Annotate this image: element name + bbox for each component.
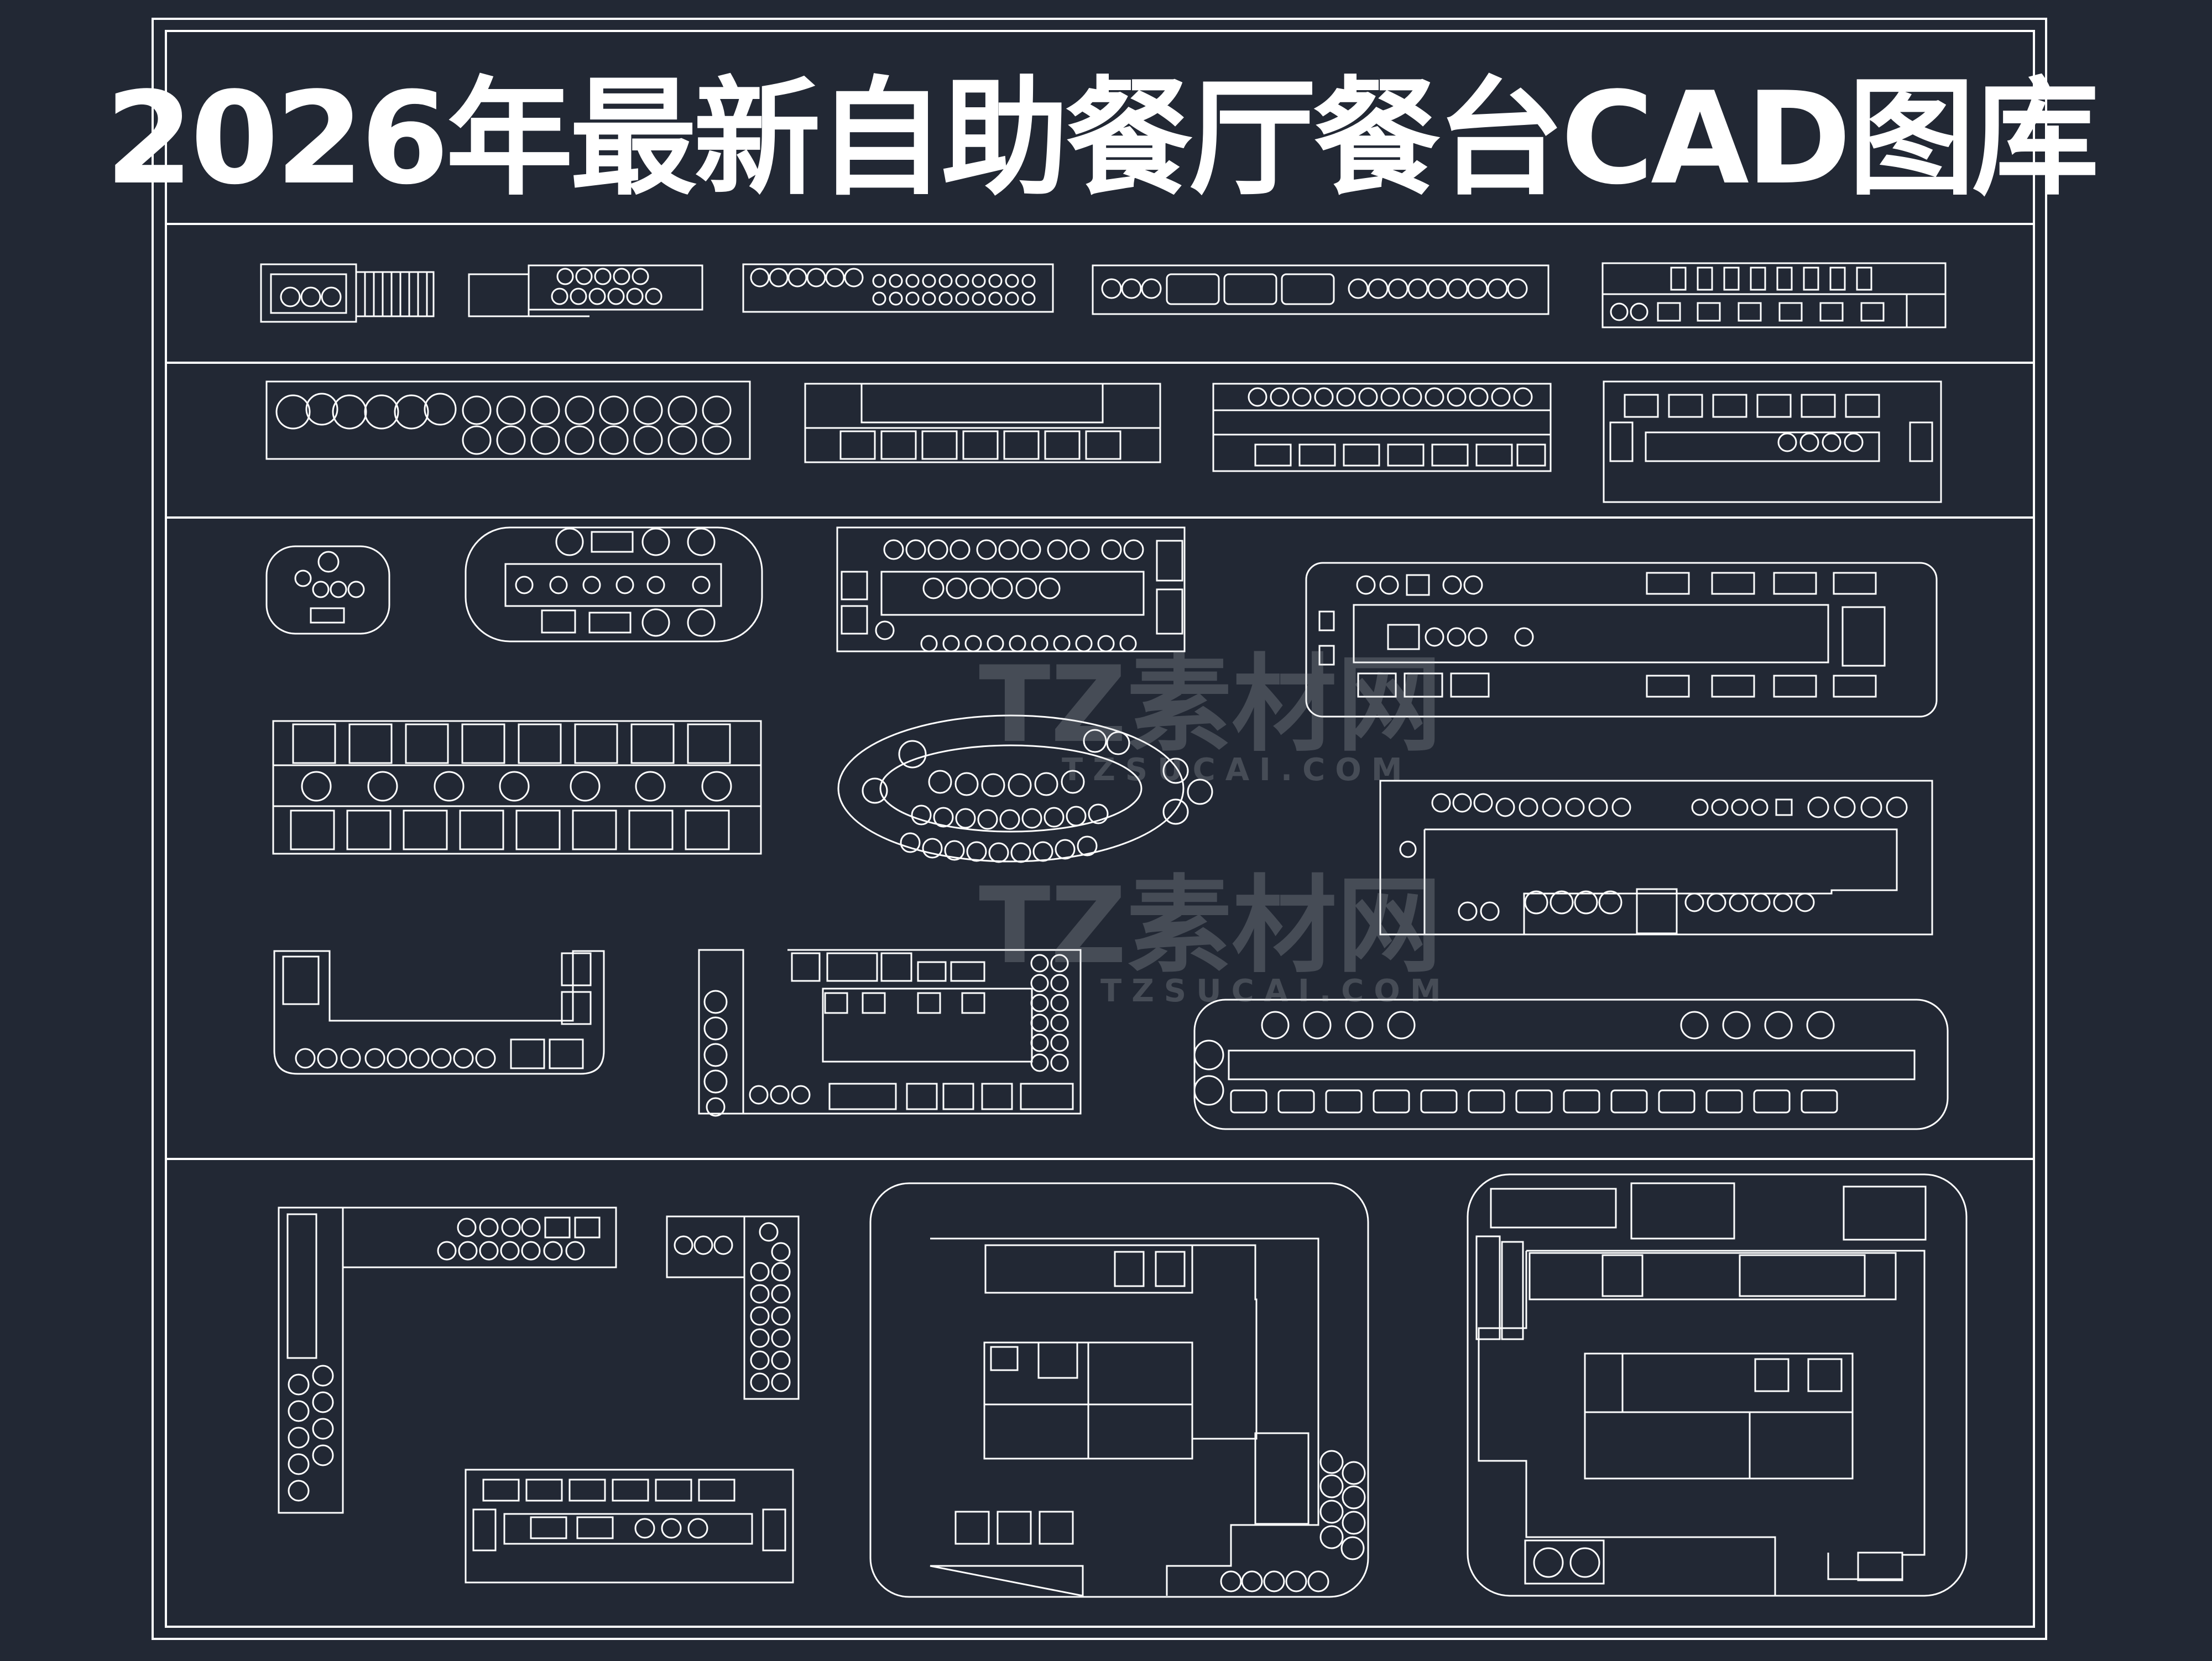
- counter-4-1: [278, 1206, 617, 1514]
- counter-3-6: [837, 714, 1213, 863]
- page-title: 2026年最新自助餐厅餐台CAD图库: [105, 65, 2099, 213]
- counter-3-3: [836, 526, 1186, 652]
- counter-3-8: [273, 950, 605, 1075]
- counter-4-2: [666, 1215, 800, 1400]
- counter-3-5: [272, 720, 762, 855]
- counter-4-5: [1467, 1173, 1968, 1597]
- counter-3-2: [465, 526, 763, 643]
- counter-2-2: [804, 383, 1161, 463]
- counter-3-4: [1305, 562, 1938, 718]
- counter-1-3: [742, 263, 1054, 313]
- counter-3-7: [1379, 780, 1933, 936]
- counter-1-5: [1601, 262, 1947, 328]
- outer-frame: [152, 18, 2047, 1640]
- counter-2-4: [1603, 380, 1942, 503]
- counter-3-10: [1193, 999, 1949, 1130]
- counter-3-9: [698, 949, 1082, 1117]
- counter-1-4: [1092, 264, 1550, 315]
- counter-2-3: [1212, 383, 1552, 472]
- counter-4-3: [465, 1469, 794, 1584]
- counter-1-1: [260, 263, 435, 323]
- counter-4-4: [869, 1182, 1369, 1598]
- inner-frame: [165, 30, 2035, 1628]
- counter-2-1: [265, 380, 751, 460]
- counter-3-1: [265, 545, 390, 635]
- counter-1-2: [468, 264, 703, 317]
